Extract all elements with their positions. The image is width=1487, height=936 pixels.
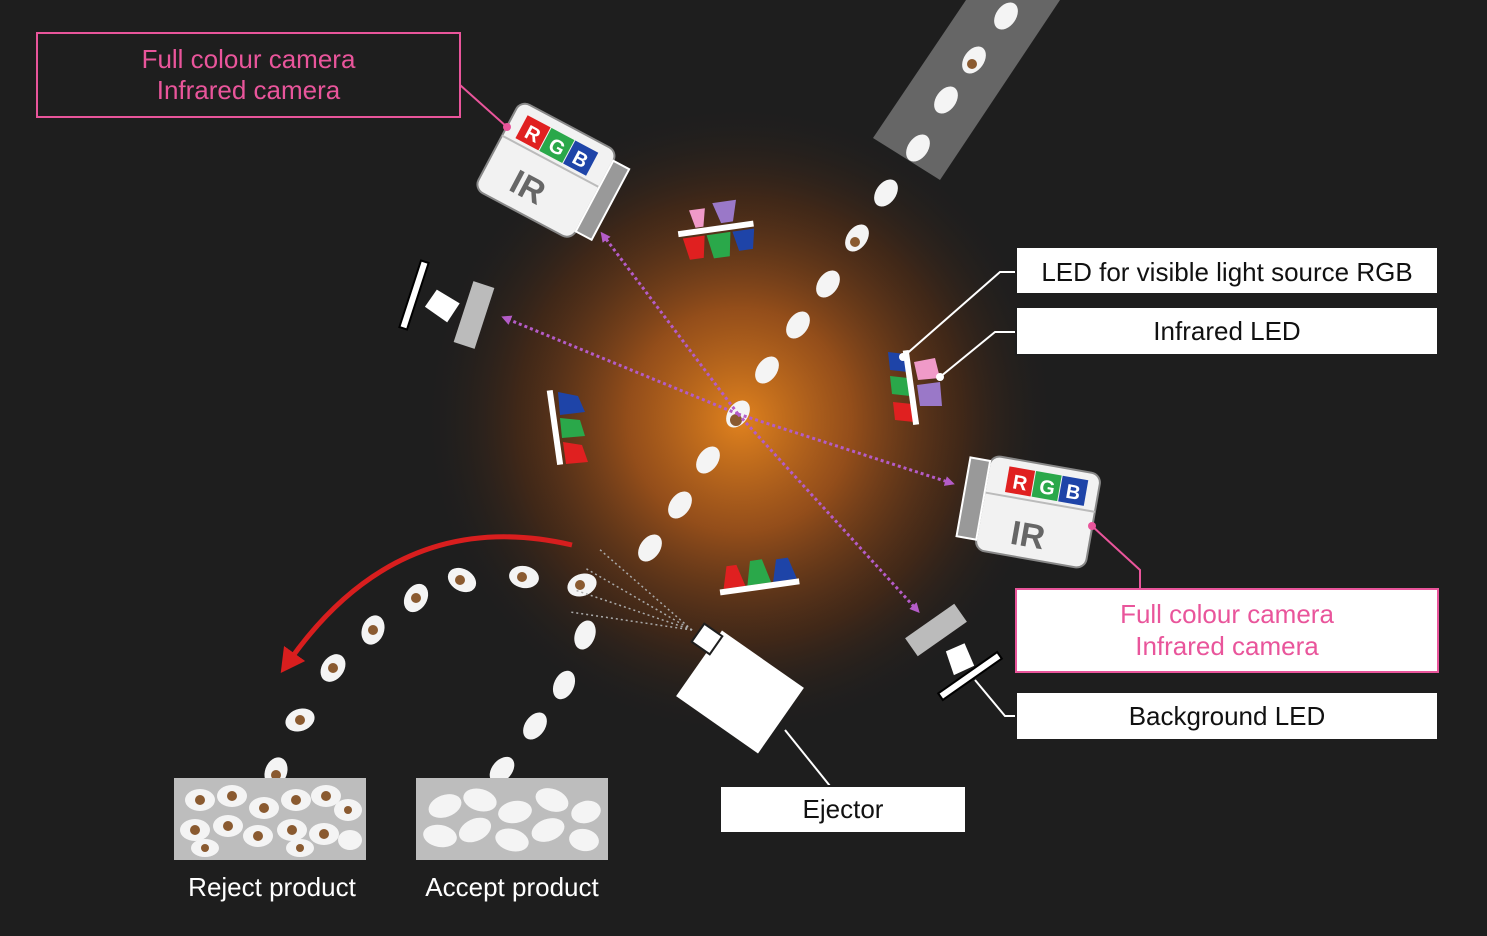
leader-lines	[459, 84, 1141, 787]
sensing-arrows	[501, 231, 955, 613]
label-led-ir: Infrared LED	[1015, 306, 1439, 356]
feed-chute	[873, 0, 1060, 180]
camera-top-line2: Infrared camera	[157, 75, 341, 105]
background-led-left	[398, 259, 495, 349]
label-camera-top: Full colour camera Infrared camera	[36, 32, 461, 118]
camera-letter-r: R	[1011, 471, 1030, 495]
background-led-right	[905, 603, 1004, 702]
led-array-left	[546, 389, 588, 466]
ejector-text: Ejector	[803, 794, 884, 824]
camera-bottom-line2: Infrared camera	[1135, 631, 1319, 661]
label-ejector: Ejector	[719, 785, 967, 834]
led-array-bottom	[719, 557, 800, 596]
camera-letter-g: G	[1037, 476, 1056, 500]
reject-arrow	[280, 534, 573, 674]
led-array-top	[677, 199, 755, 260]
camera-bottom-line1: Full colour camera	[1120, 599, 1334, 629]
background-led-text: Background LED	[1129, 701, 1326, 731]
camera-top-left: R G B IR	[476, 102, 631, 242]
label-camera-bottom: Full colour camera Infrared camera	[1015, 588, 1439, 673]
reject-product-label: Reject product	[188, 872, 356, 902]
ejector-device	[676, 622, 804, 754]
camera-letter-b: B	[1064, 481, 1082, 505]
camera-top-line1: Full colour camera	[142, 44, 356, 74]
label-background-led: Background LED	[1015, 691, 1439, 741]
led-rgb-text: LED for visible light source RGB	[1041, 257, 1412, 287]
label-led-rgb: LED for visible light source RGB	[1015, 246, 1439, 295]
camera-bottom-right: R G B IR	[955, 455, 1101, 569]
air-jet-spray	[569, 547, 693, 631]
reject-bin	[174, 778, 366, 860]
accept-product-label: Accept product	[425, 872, 599, 902]
accept-bin	[416, 778, 608, 860]
grain-stream	[264, 2, 1018, 787]
led-ir-text: Infrared LED	[1153, 316, 1300, 346]
camera-ir-text: IR	[1008, 514, 1048, 557]
